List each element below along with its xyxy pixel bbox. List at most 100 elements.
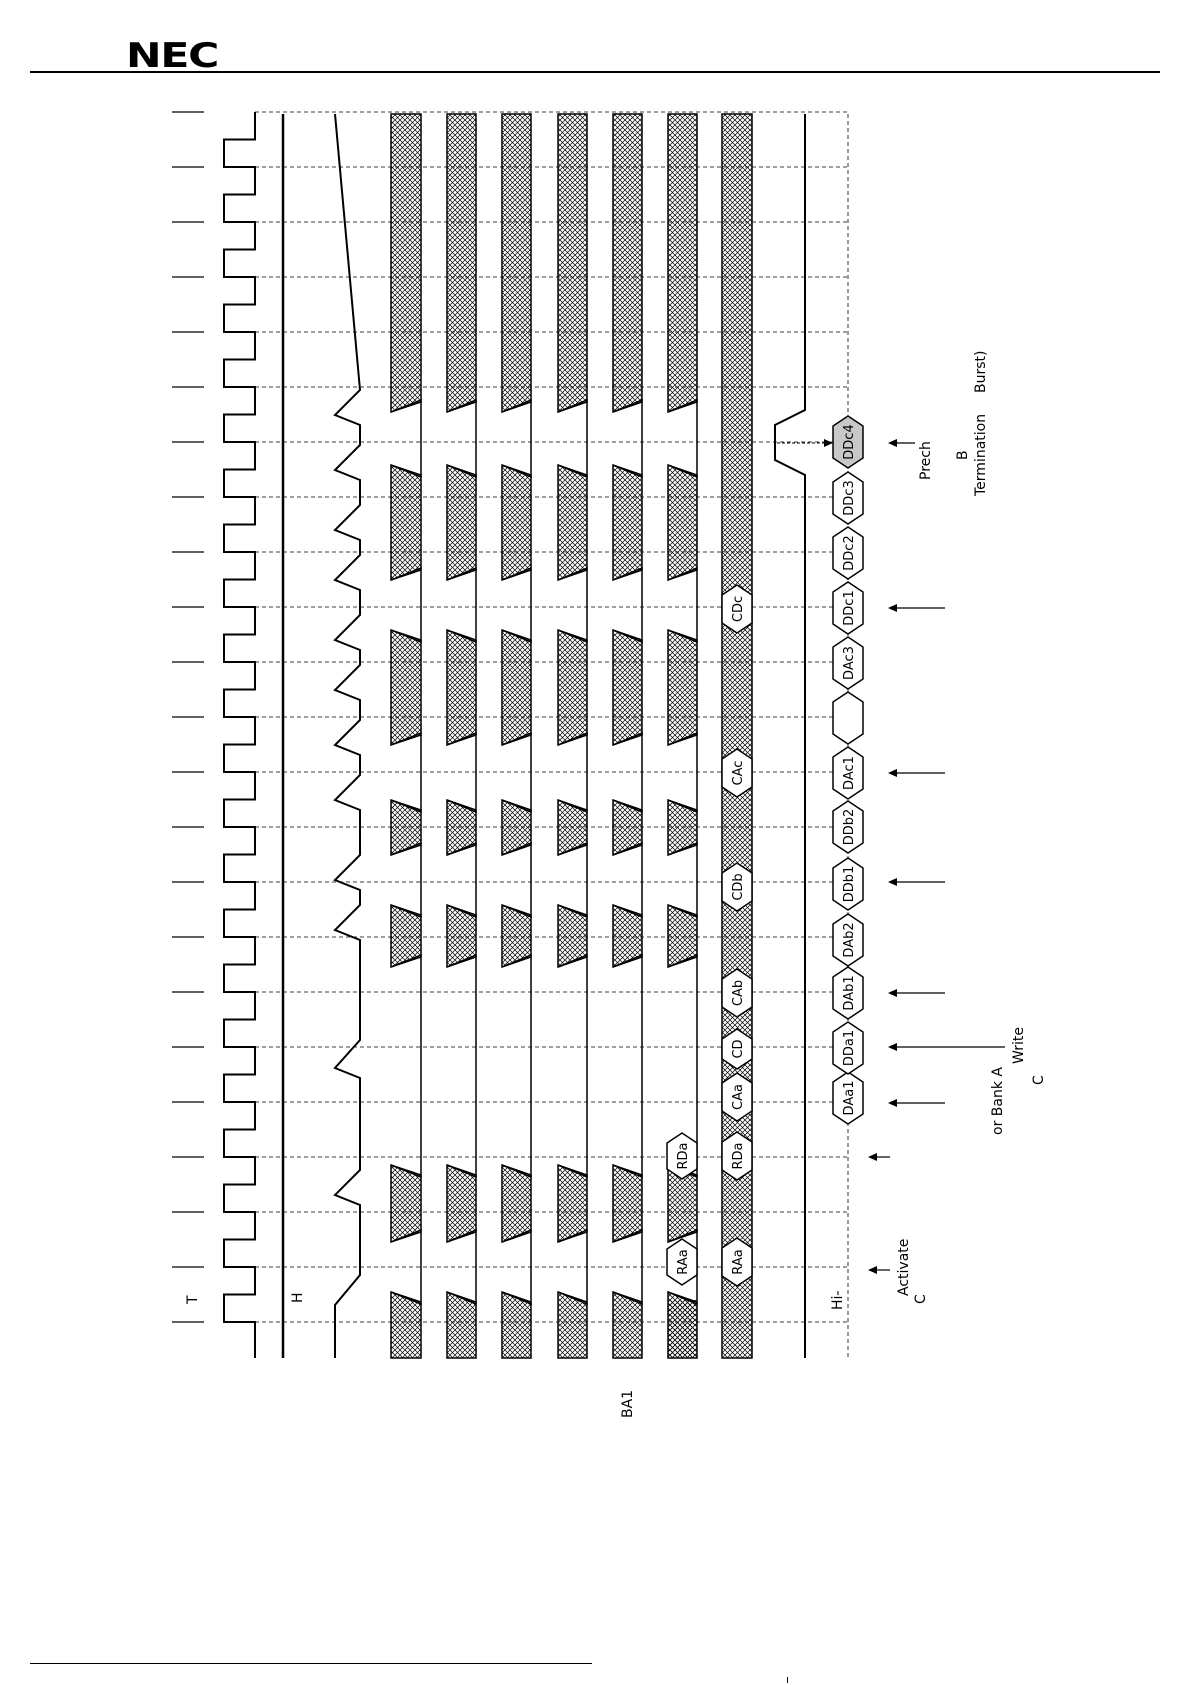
a10-hatch [668, 1300, 697, 1358]
ba0-waveform [613, 114, 642, 1358]
bus-level-line [558, 955, 587, 1177]
bus-hatch-segment [558, 800, 587, 855]
pill-label: DDa1 [842, 1030, 857, 1066]
bus-level-line [447, 400, 476, 477]
pill-label: RDa [676, 1142, 691, 1169]
cs-line [335, 114, 360, 1358]
annotation-arrow [868, 1266, 890, 1274]
footer-rule [30, 1663, 592, 1664]
bus-hatch-segment [391, 800, 421, 855]
we-waveform [558, 114, 587, 1358]
bus-hatch-segment [391, 630, 421, 745]
bus-hatch-segment [613, 1165, 642, 1242]
bus-hatch-segment [613, 630, 642, 745]
bus-level-line [502, 733, 531, 812]
pill-label: CAb [731, 980, 746, 1006]
bus-pill: DDc3 [833, 472, 863, 524]
bus-pill: CDb [722, 863, 752, 911]
bus-pill: DDc1 [833, 582, 863, 634]
dqm-waveform [775, 114, 805, 1358]
bus-pill: CDc [722, 585, 752, 633]
activate-label-2: C [913, 1294, 929, 1304]
bus-hatch-segment [613, 114, 642, 412]
bus-hatch-segment [502, 905, 531, 967]
bus-hatch-segment [558, 630, 587, 745]
annotation-arrow [888, 878, 945, 886]
bus-pill: DAb2 [833, 914, 863, 966]
bus-level-line [447, 955, 476, 1177]
bus-pill: DAc3 [833, 637, 863, 689]
pill-shape [833, 692, 863, 744]
annotation-arrow [868, 1153, 890, 1161]
write-label-1: Write [1011, 1027, 1027, 1064]
bus-hatch-segment [447, 1165, 476, 1242]
bus-pill [833, 692, 863, 744]
cs-waveform [391, 114, 421, 1358]
pill-label: DDc4 [842, 424, 857, 459]
pill-label: CAc [731, 761, 746, 786]
bus-pill: DDb2 [833, 801, 863, 853]
bus-level-line [668, 400, 697, 477]
clock-waveform [224, 112, 255, 1358]
bus-hatch-segment [391, 905, 421, 967]
pill-label: RDa [731, 1142, 746, 1169]
pill-label: DDc3 [842, 480, 857, 515]
bus-hatch-segment [558, 465, 587, 580]
bus-hatch-segment [447, 800, 476, 855]
pill-label: RAa [731, 1249, 746, 1274]
bus-pill: RAa [722, 1238, 752, 1286]
bus-hatch-segment [391, 465, 421, 580]
bank-label-1: or Bank A [990, 1067, 1006, 1135]
bus-pill: CAb [722, 969, 752, 1017]
bus-level-line [668, 733, 697, 812]
bus-hatch-segment [502, 800, 531, 855]
pill-label: DDb2 [842, 809, 857, 846]
bus-pill: DAb1 [833, 967, 863, 1019]
annotation-arrow [888, 1099, 945, 1107]
bus-hatch-segment [447, 114, 476, 412]
bus-pill: DDa1 [833, 1022, 863, 1074]
bus-pill: DDc4 [833, 416, 863, 468]
clock-tick-marks [172, 112, 204, 1322]
bus-pill: RDa [722, 1132, 752, 1180]
bus-pill: DDb1 [833, 858, 863, 910]
bus-hatch-segment [502, 630, 531, 745]
cas-waveform [502, 114, 531, 1358]
pill-label: DDc1 [842, 590, 857, 625]
precharge-label-4: Burst) [973, 351, 989, 393]
bus-pill: CAa [722, 1073, 752, 1121]
cs-path [335, 114, 360, 1358]
bus-level-line [613, 733, 642, 812]
ba1-label: BA1 [620, 1390, 636, 1418]
bus-level-line [391, 733, 421, 812]
bus-hatch-segment [502, 465, 531, 580]
bus-hatch-segment [613, 465, 642, 580]
pill-label: CAa [731, 1084, 746, 1110]
annotation-arrow [888, 989, 945, 997]
footer-tick [787, 1677, 788, 1683]
pill-label: DAc3 [842, 646, 857, 680]
bus-pill: DAc1 [833, 747, 863, 799]
write-label-2: C [1031, 1075, 1047, 1085]
bus-level-line [391, 400, 421, 477]
bus-level-line [613, 955, 642, 1177]
bus-hatch-segment [668, 800, 697, 855]
bus-level-line [558, 400, 587, 477]
annotation-arrow [888, 1043, 1005, 1051]
bus-pill: DDc2 [833, 527, 863, 579]
bus-hatch-segment [668, 630, 697, 745]
pill-label: CD [731, 1039, 746, 1058]
bus-pill: CAc [722, 749, 752, 797]
precharge-label-2: B [955, 450, 971, 460]
bus-level-line [613, 400, 642, 477]
pill-label: DAb1 [842, 975, 857, 1010]
bus-hatch-segment [558, 1165, 587, 1242]
bus-hatch-segment [668, 114, 697, 412]
dq-hiz-label: Hi- [830, 1291, 846, 1310]
bus-hatch-segment [502, 1165, 531, 1242]
dqm-path [775, 114, 805, 1358]
bus-hatch-segment [558, 905, 587, 967]
pill-label: RAa [676, 1249, 691, 1274]
annotation-arrow [888, 769, 945, 777]
